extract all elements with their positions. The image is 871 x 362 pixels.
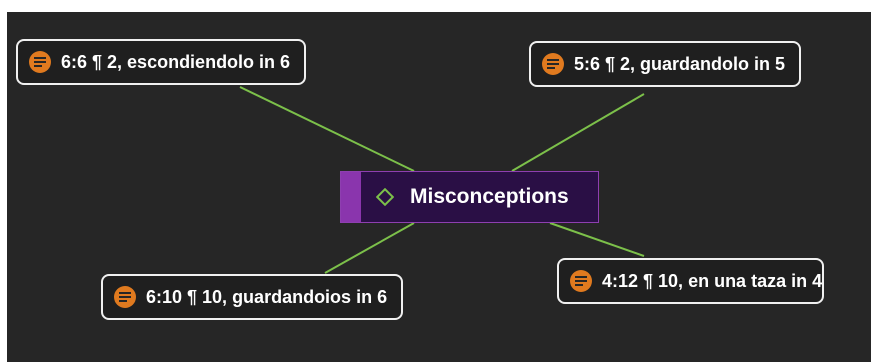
topic-node-1[interactable]: 6:6 ¶ 2, escondiendolo in 6 xyxy=(16,39,307,85)
connector-topic-3 xyxy=(324,222,415,274)
topic-label: 6:10 ¶ 10, guardandoios in 6 xyxy=(146,286,388,307)
central-topic-label: Misconceptions xyxy=(410,185,569,208)
topic-label: 6:6 ¶ 2, escondiendolo in 6 xyxy=(61,51,291,72)
topic-label: 4:12 ¶ 10, en una taza in 4 xyxy=(602,270,823,291)
diamond-icon xyxy=(376,188,394,206)
connector-topic-1 xyxy=(239,86,415,172)
central-topic-stripe xyxy=(341,172,361,222)
topic-label: 5:6 ¶ 2, guardandolo in 5 xyxy=(574,53,786,74)
topic-node-3[interactable]: 6:10 ¶ 10, guardandoios in 6 xyxy=(101,274,404,320)
note-icon[interactable] xyxy=(542,53,564,75)
connector-topic-4 xyxy=(549,222,645,257)
note-icon[interactable] xyxy=(570,270,592,292)
note-icon[interactable] xyxy=(29,51,51,73)
topic-node-4[interactable]: 4:12 ¶ 10, en una taza in 4 xyxy=(557,258,825,304)
central-topic[interactable]: Misconceptions xyxy=(340,171,599,223)
note-icon[interactable] xyxy=(114,286,136,308)
connector-lines xyxy=(239,86,645,274)
connector-topic-2 xyxy=(511,93,645,172)
mind-map-canvas[interactable]: Misconceptions 6:6 ¶ 2, escondiendolo in… xyxy=(7,12,871,362)
topic-node-2[interactable]: 5:6 ¶ 2, guardandolo in 5 xyxy=(529,41,802,87)
